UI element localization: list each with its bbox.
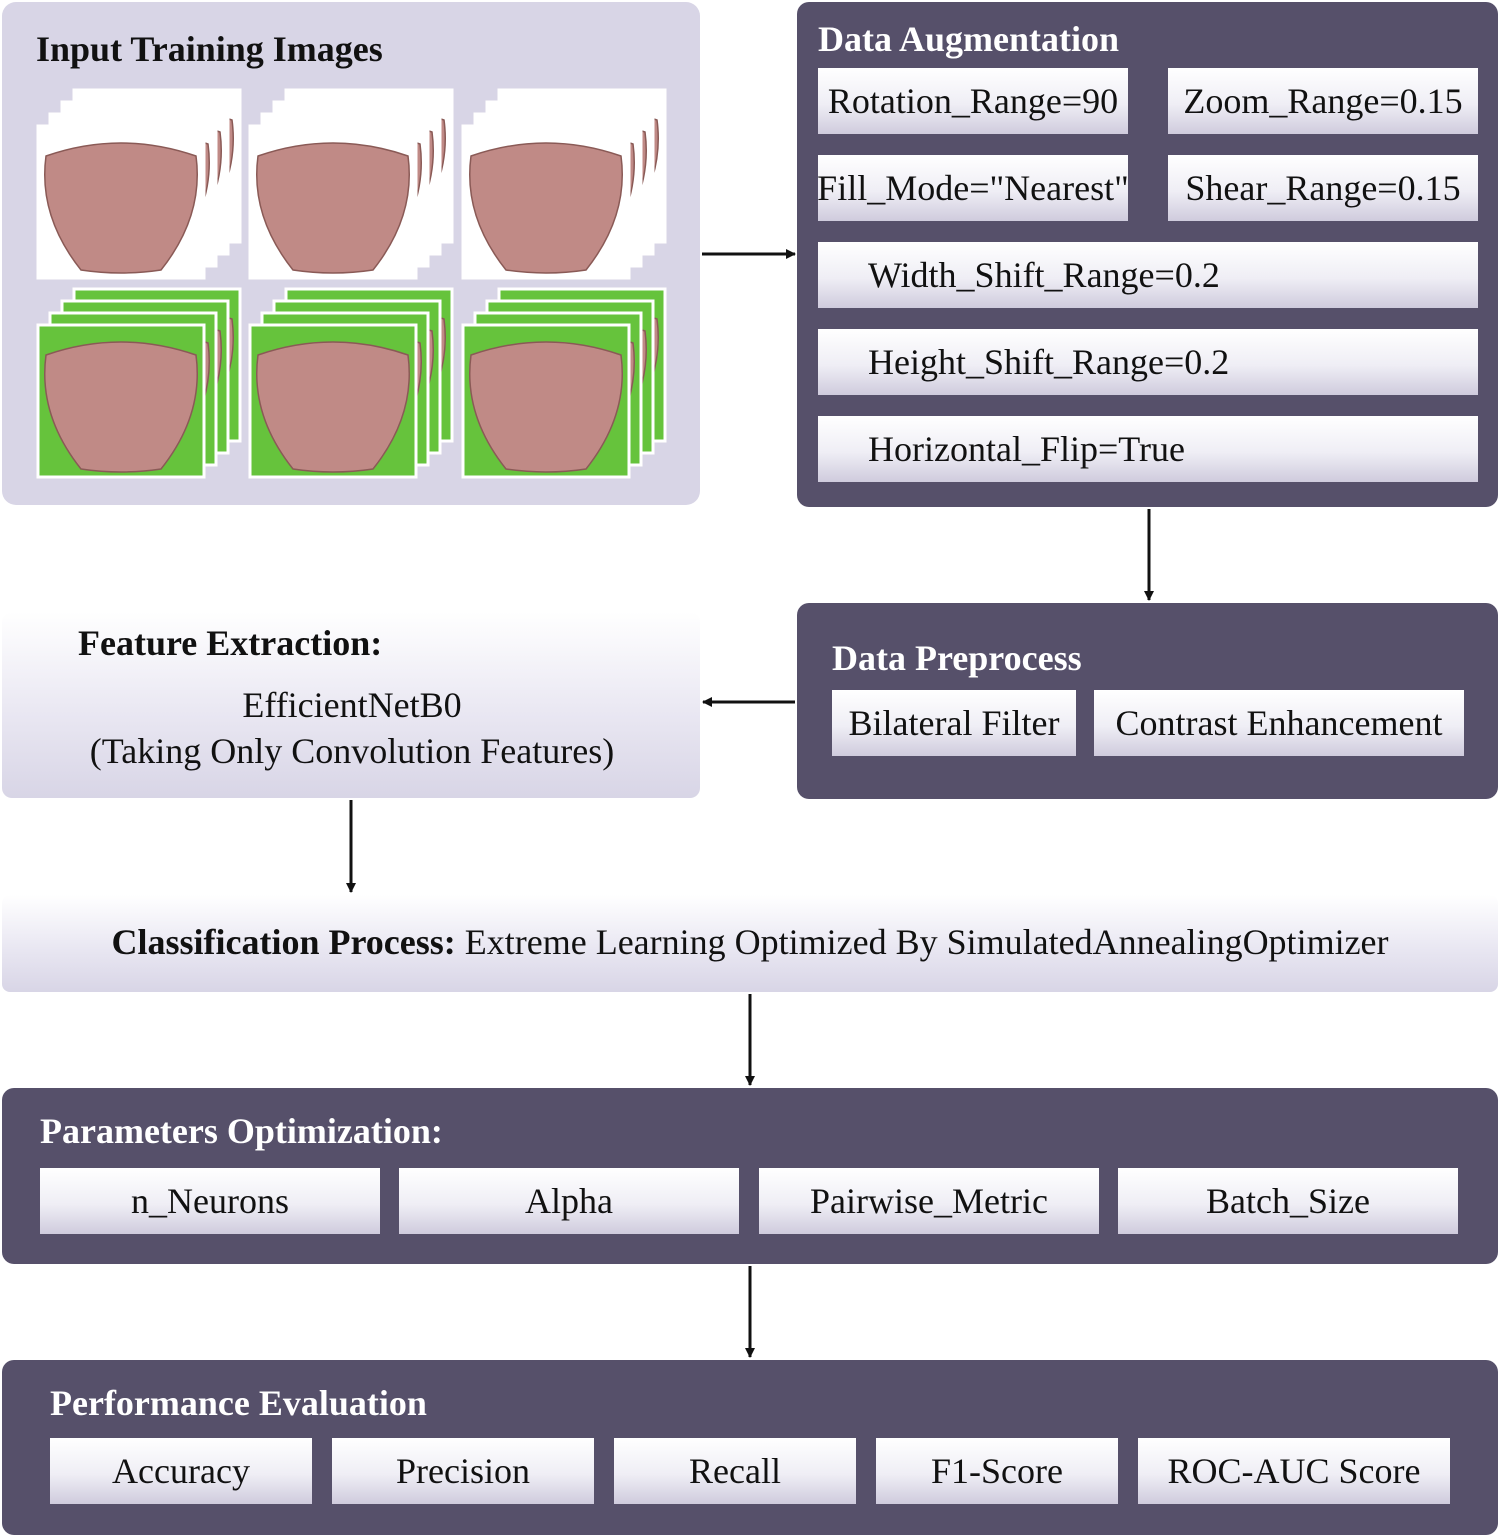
param-pairwise-metric: Pairwise_Metric [759,1168,1099,1234]
input-images-panel: Input Training Images [2,2,700,505]
image-thumbnails [2,2,700,505]
aug-param-width-shift: Width_Shift_Range=0.2 [818,242,1478,308]
parameters-optimization-title: Parameters Optimization: [40,1111,443,1151]
metric-precision: Precision [332,1438,594,1504]
preprocess-contrast-enhancement: Contrast Enhancement [1094,690,1464,756]
feature-extraction-title: Feature Extraction: [78,623,383,663]
aug-param-height-shift: Height_Shift_Range=0.2 [818,329,1478,395]
preprocess-bilateral-filter: Bilateral Filter [832,690,1076,756]
param-batch-size: Batch_Size [1118,1168,1458,1234]
aug-param-shear: Shear_Range=0.15 [1168,155,1478,221]
feature-extraction-panel: Feature Extraction: EfficientNetB0 (Taki… [2,612,700,798]
classification-text: Classification Process: Extreme Learning… [2,921,1498,963]
classification-panel: Classification Process: Extreme Learning… [2,895,1498,992]
tongue-image-stack-green-1 [36,287,242,479]
classification-title: Classification Process: [111,922,456,962]
input-images-title: Input Training Images [36,29,383,69]
aug-param-rotation: Rotation_Range=90 [818,68,1128,134]
tongue-image-stack-white-2 [248,88,454,280]
aug-param-fill-mode: Fill_Mode="Nearest" [817,155,1129,221]
classification-description: Extreme Learning Optimized By SimulatedA… [464,922,1389,962]
tongue-image-stack-green-2 [248,287,454,479]
feature-extraction-note: (Taking Only Convolution Features) [89,731,615,771]
parameters-optimization-panel: Parameters Optimization: n_Neurons Alpha… [2,1088,1498,1264]
metric-recall: Recall [614,1438,856,1504]
param-n-neurons: n_Neurons [40,1168,380,1234]
metric-roc-auc-score: ROC-AUC Score [1138,1438,1450,1504]
aug-param-zoom: Zoom_Range=0.15 [1168,68,1478,134]
performance-evaluation-panel: Performance Evaluation Accuracy Precisio… [2,1360,1498,1535]
data-preprocess-title: Data Preprocess [832,638,1082,678]
metric-accuracy: Accuracy [50,1438,312,1504]
data-preprocess-panel: Data Preprocess Bilateral Filter Contras… [797,603,1498,799]
performance-evaluation-title: Performance Evaluation [50,1383,427,1423]
metric-f1-score: F1-Score [876,1438,1118,1504]
tongue-image-stack-green-3 [461,287,667,479]
tongue-image-stack-white-3 [461,88,667,280]
aug-param-horizontal-flip: Horizontal_Flip=True [818,416,1478,482]
tongue-image-stacks [36,88,667,479]
data-augmentation-panel: Data Augmentation Rotation_Range=90 Zoom… [797,2,1498,507]
data-augmentation-title: Data Augmentation [818,19,1120,59]
param-alpha: Alpha [399,1168,739,1234]
feature-extraction-model: EfficientNetB0 [242,685,462,725]
tongue-image-stack-white-1 [36,88,242,280]
